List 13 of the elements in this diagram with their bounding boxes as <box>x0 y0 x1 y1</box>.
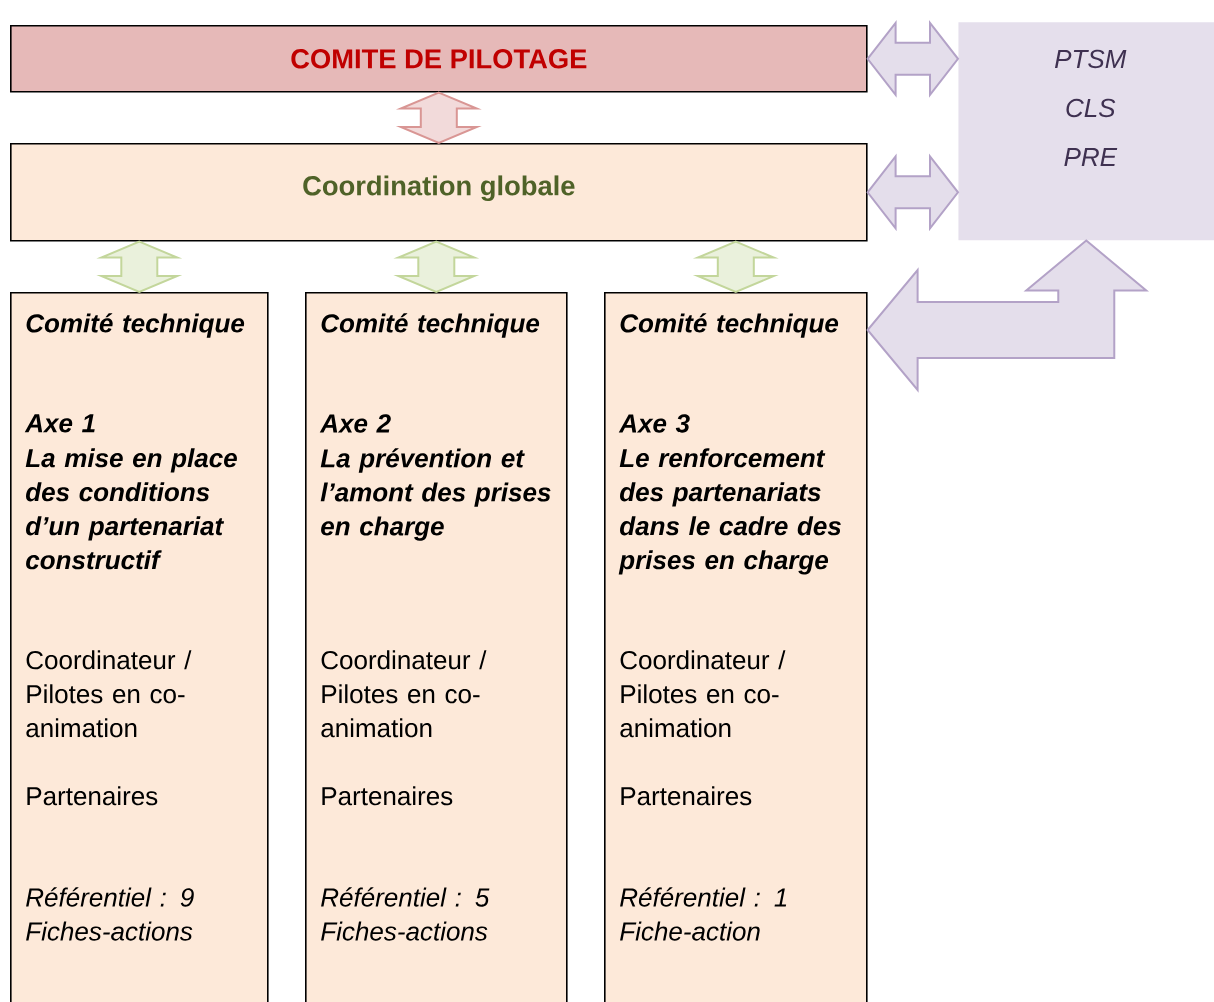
block-arrow <box>395 91 482 145</box>
committee-bar: Coordination globale <box>10 143 868 242</box>
committee-column: Comité technique Axe 2 La prévention et l’amont des prises en charge Coordinateur / Pilotes en co-animation Partenaires Référentiel : 5 Fiches-actions <box>305 292 568 1002</box>
block-arrow <box>866 19 960 98</box>
block-arrow <box>692 240 779 294</box>
block-arrow <box>866 239 1150 393</box>
committee-column: Comité technique Axe 1 La mise en place des conditions d’un partenariat constructif Coordinateur / Pilotes en co-animation Partenaires Référentiel : 9 Fiches-actions <box>10 292 269 1002</box>
block-arrow <box>393 240 480 294</box>
plan-box: PTSM CLS PRE <box>958 22 1214 241</box>
block-arrow <box>96 240 183 294</box>
block-arrow <box>866 153 960 232</box>
committee-column: Comité technique Axe 3 Le renforcement des partenariats dans le cadre des prises en charge Coordinateur / Pilotes en co-animation Partenaires Référentiel : 1 Fiche-action <box>604 292 868 1002</box>
committee-bar: COMITE DE PILOTAGE <box>10 25 868 93</box>
